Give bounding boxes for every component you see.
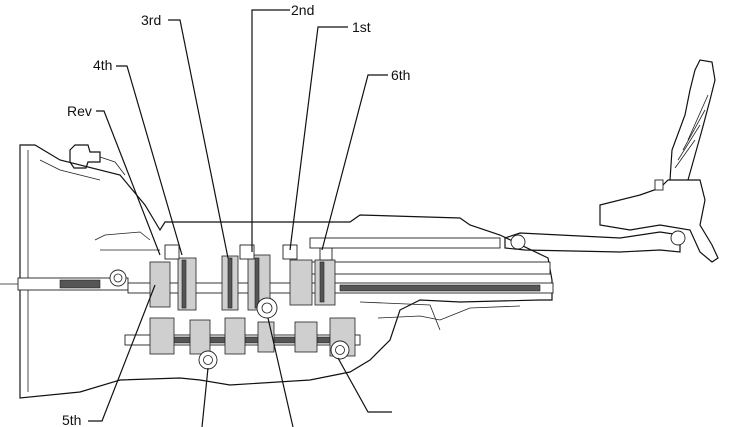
leader-line-fourth <box>116 65 183 256</box>
bearings <box>109 269 350 370</box>
leader-line-bottom-3 <box>337 357 392 413</box>
shift-mechanism <box>309 59 719 263</box>
transmission-housing <box>19 144 553 399</box>
label-second-gear: 2nd <box>291 2 314 18</box>
leader-line-sixth <box>321 74 388 251</box>
leader-line-third <box>168 19 229 259</box>
leader-line-bottom-1 <box>201 367 209 427</box>
leader-line-bottom-2 <box>267 317 294 427</box>
label-third-gear: 3rd <box>141 12 161 28</box>
label-fifth-gear: 5th <box>62 412 81 427</box>
label-fourth-gear: 4th <box>93 57 112 73</box>
leader-lines <box>88 9 392 427</box>
leader-line-first <box>289 26 348 251</box>
label-sixth-gear: 6th <box>391 67 410 83</box>
label-first-gear: 1st <box>352 19 371 35</box>
main-shaft <box>127 261 554 294</box>
gear-labels: 3rd 2nd 1st 4th 6th Rev 5th <box>62 2 410 427</box>
leader-line-second <box>251 9 290 252</box>
leader-line-fifth <box>88 284 156 422</box>
breather-fitting <box>69 144 126 176</box>
input-shaft <box>0 277 129 291</box>
leader-line-reverse <box>96 110 161 256</box>
label-reverse-gear: Rev <box>67 103 92 119</box>
gear-stacks <box>149 244 356 357</box>
